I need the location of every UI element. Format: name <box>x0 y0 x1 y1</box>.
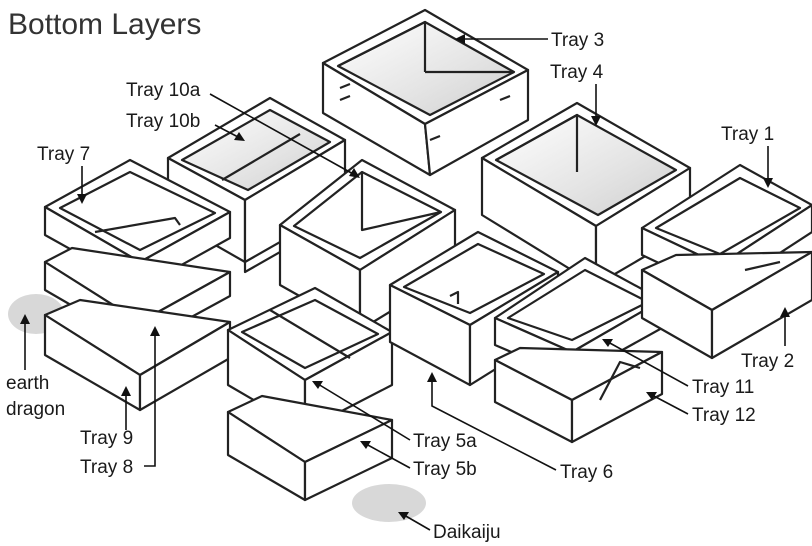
diagram-title: Bottom Layers <box>8 8 201 41</box>
label-tray-8: Tray 8 <box>80 457 133 478</box>
label-tray-3: Tray 3 <box>551 30 604 51</box>
label-daikaiju: Daikaiju <box>433 522 501 543</box>
tray-3-box <box>321 8 530 177</box>
tray-4-box <box>480 101 692 287</box>
label-tray-5b: Tray 5b <box>413 459 477 480</box>
tray-5b-box <box>226 394 394 502</box>
tray-2-box <box>640 250 812 360</box>
label-earth: earth <box>6 373 49 394</box>
daikaiju-marker <box>352 484 426 522</box>
label-tray-5a: Tray 5a <box>413 431 477 452</box>
label-tray-10a: Tray 10a <box>126 80 201 101</box>
label-tray-6: Tray 6 <box>560 462 613 483</box>
label-tray-1: Tray 1 <box>721 124 774 145</box>
label-dragon: dragon <box>6 399 65 420</box>
label-tray-10b: Tray 10b <box>126 111 200 132</box>
label-tray-11: Tray 11 <box>692 377 754 398</box>
label-tray-2: Tray 2 <box>741 351 794 372</box>
label-tray-9: Tray 9 <box>80 428 133 449</box>
label-tray-7: Tray 7 <box>37 144 90 165</box>
label-tray-12: Tray 12 <box>692 405 756 426</box>
tray-9-box <box>43 298 232 412</box>
tray-12-box <box>493 346 664 444</box>
label-tray-4: Tray 4 <box>550 62 604 83</box>
